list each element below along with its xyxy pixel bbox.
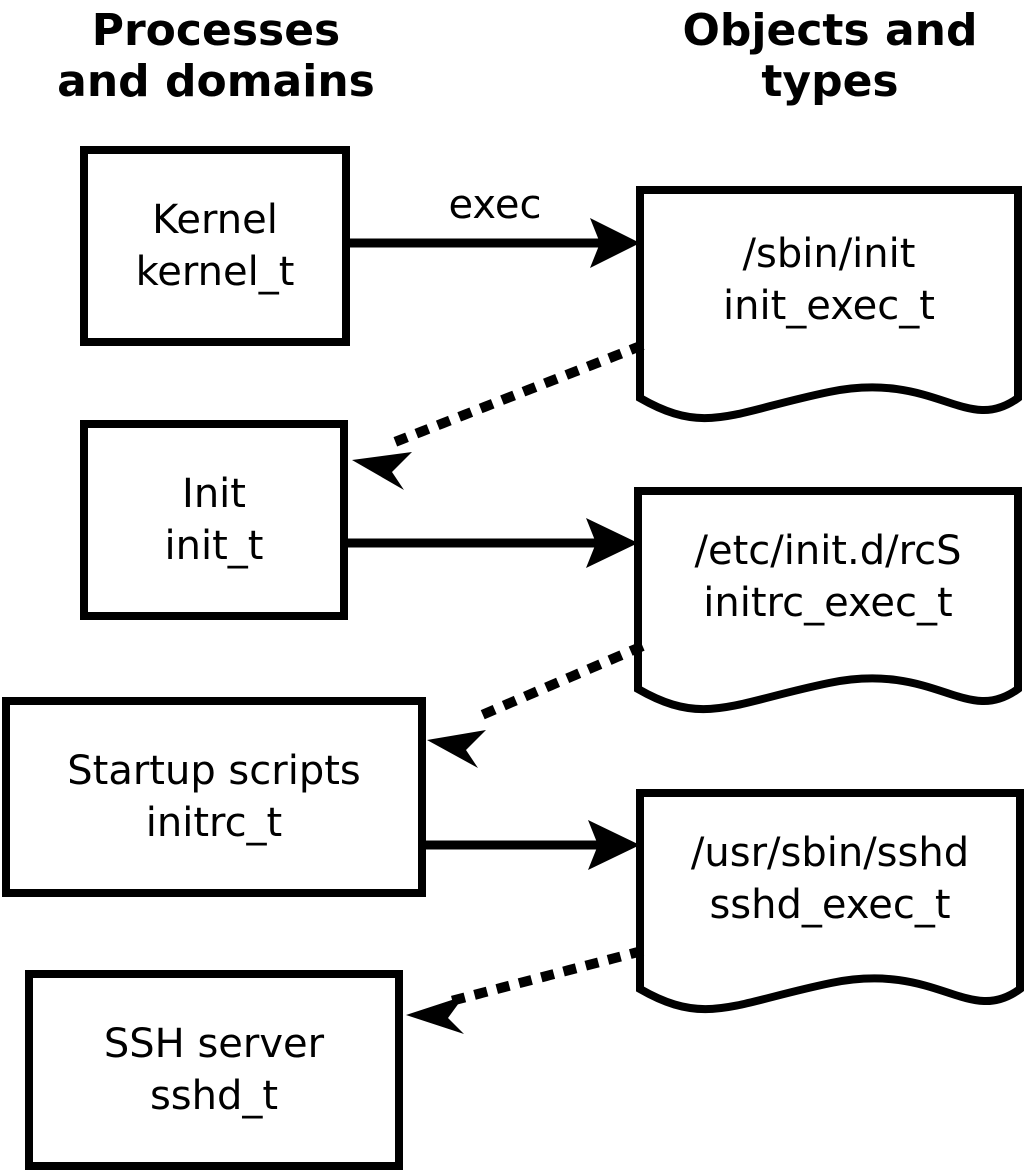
edge-sshdexec-transition-sshd [406, 945, 645, 1034]
object-doc-etc-initd-rcs[interactable]: /etc/init.d/rcS initrc_exec_t [634, 487, 1022, 727]
process-box-startup-scripts[interactable]: Startup scripts initrc_t [2, 697, 426, 897]
object-doc-label: /etc/init.d/rcS initrc_exec_t [634, 525, 1022, 629]
edge-initrcexec-transition-initrc [427, 641, 645, 768]
edge-label-exec: exec [448, 182, 542, 228]
object-path: /etc/init.d/rcS [694, 528, 962, 574]
object-type: sshd_exec_t [709, 882, 951, 928]
process-box-ssh-server[interactable]: SSH server sshd_t [25, 970, 403, 1170]
object-type: initrc_exec_t [703, 580, 953, 626]
process-box-init[interactable]: Init init_t [80, 420, 348, 620]
object-doc-label: /usr/sbin/sshd sshd_exec_t [636, 827, 1024, 931]
process-type: sshd_t [149, 1073, 279, 1119]
process-type: initrc_t [145, 800, 283, 846]
column-title-processes: Processes and domains [57, 5, 375, 107]
object-path: /usr/sbin/sshd [690, 830, 970, 876]
object-type: init_exec_t [723, 283, 935, 329]
column-title-objects: Objects and types [682, 5, 978, 107]
process-box-kernel[interactable]: Kernel kernel_t [80, 146, 350, 346]
process-name: Startup scripts [67, 748, 361, 794]
object-doc-sbin-init[interactable]: /sbin/init init_exec_t [636, 186, 1022, 436]
edge-initrc-exec-sshd [424, 820, 640, 870]
process-type: init_t [164, 523, 264, 569]
process-name: Init [182, 471, 246, 517]
object-path: /sbin/init [742, 231, 916, 277]
process-name: Kernel [152, 197, 278, 243]
process-type: kernel_t [135, 249, 295, 295]
object-doc-label: /sbin/init init_exec_t [636, 228, 1022, 332]
edge-initexec-transition-init [352, 340, 645, 490]
edge-init-exec-initrc [348, 518, 638, 568]
process-name: SSH server [103, 1021, 325, 1067]
object-doc-usr-sbin-sshd[interactable]: /usr/sbin/sshd sshd_exec_t [636, 789, 1024, 1029]
